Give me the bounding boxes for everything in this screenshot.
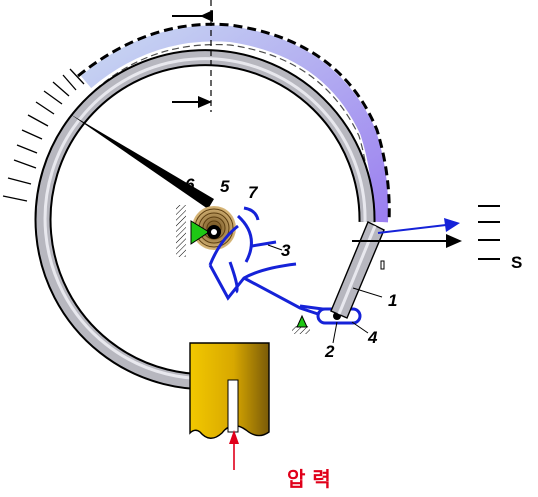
lever-pivot — [296, 314, 308, 328]
label-7: 7 — [248, 183, 259, 202]
pinion-pivot — [190, 220, 210, 245]
scale-marks-right — [478, 205, 500, 260]
lever-wall-hatch — [292, 326, 310, 334]
connecting-rod — [330, 221, 385, 319]
gear-sector — [208, 206, 331, 320]
pressure-socket — [189, 342, 270, 439]
deflected-tube-outline-outer — [77, 22, 391, 223]
label-2: 2 — [324, 342, 335, 361]
label-2-leader — [332, 321, 338, 344]
pressure-arrow — [229, 430, 239, 470]
label-4-leader — [351, 321, 369, 334]
label-5: 5 — [220, 177, 230, 196]
label-6: 6 — [185, 175, 195, 194]
spring-wall-hatch — [176, 205, 186, 257]
small-marker — [380, 260, 385, 270]
label-1-leader — [352, 287, 383, 298]
deflected-tube-band — [80, 25, 389, 223]
label-pressure: 압 력 — [287, 467, 331, 491]
displacement-arrows — [352, 218, 462, 248]
label-1: 1 — [388, 291, 397, 310]
bourdon-tube-highlight — [43, 57, 367, 381]
label-4: 4 — [367, 328, 378, 347]
top-dimension-marker — [172, 0, 213, 112]
pointer-needle — [70, 114, 214, 209]
scale-ticks — [2, 68, 85, 202]
label-displacement: S — [511, 253, 522, 272]
label-3: 3 — [281, 241, 291, 260]
label-3-leader — [267, 244, 283, 251]
